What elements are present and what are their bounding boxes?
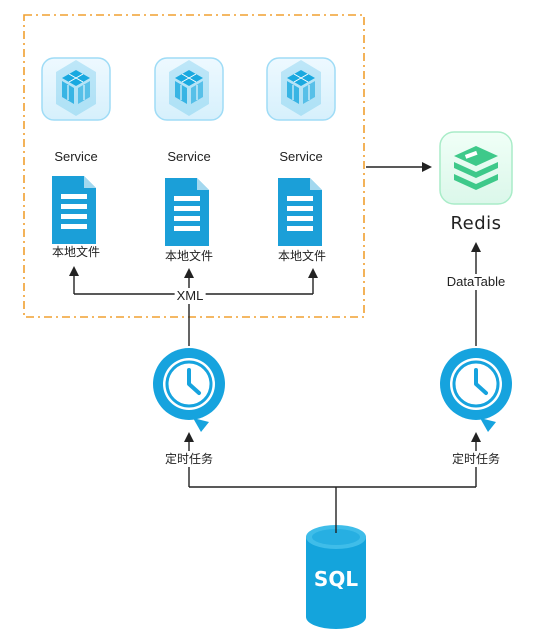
timer-label: 定时任务 bbox=[162, 451, 216, 467]
service-group-box bbox=[23, 14, 365, 318]
file-icon bbox=[165, 178, 209, 246]
clock-icon bbox=[153, 348, 225, 432]
file-icon bbox=[52, 176, 96, 244]
sql-label: SQL bbox=[314, 567, 358, 591]
service-icon bbox=[266, 57, 336, 121]
file-label: 本地文件 bbox=[162, 248, 216, 264]
service-icon bbox=[154, 57, 224, 121]
xml-edge-label: XML bbox=[174, 288, 206, 304]
redis-label: Redis bbox=[450, 213, 502, 234]
file-label: 本地文件 bbox=[275, 248, 329, 264]
file-icon bbox=[278, 178, 322, 246]
service-label: Service bbox=[167, 149, 211, 164]
service-label: Service bbox=[279, 149, 323, 164]
clock-icon bbox=[440, 348, 512, 432]
redis-icon bbox=[439, 131, 513, 205]
timer-label: 定时任务 bbox=[449, 451, 503, 467]
datatable-edge-label: DataTable bbox=[444, 274, 508, 290]
service-label: Service bbox=[54, 149, 98, 164]
sql-database-icon bbox=[306, 525, 366, 629]
service-icon bbox=[41, 57, 111, 121]
file-label: 本地文件 bbox=[49, 244, 103, 260]
